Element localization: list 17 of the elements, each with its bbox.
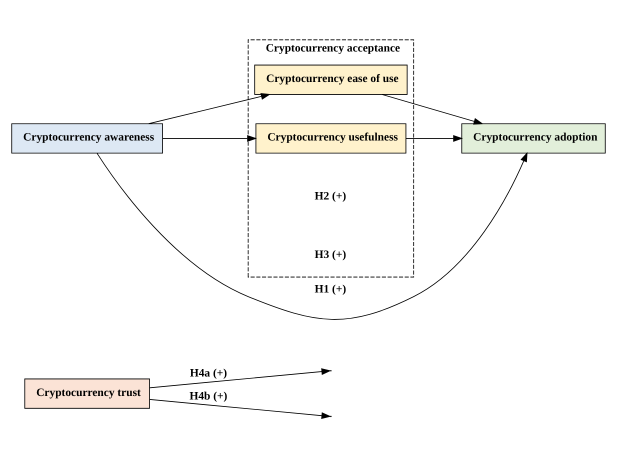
node-box: Cryptocurrency trust bbox=[24, 378, 150, 408]
arrow bbox=[406, 134, 463, 142]
arrow bbox=[96, 152, 528, 320]
edge-label: H1 (+) bbox=[314, 283, 346, 296]
node-box: Cryptocurrency awareness bbox=[11, 122, 163, 154]
arrow bbox=[382, 94, 484, 124]
edge-label: H4b (+) bbox=[189, 390, 228, 402]
node-box: Cryptocurrency adoption bbox=[461, 122, 606, 154]
label: H2 (+) bbox=[314, 190, 346, 202]
arrow bbox=[148, 92, 271, 124]
arrow bbox=[149, 398, 332, 419]
arrow bbox=[162, 134, 257, 142]
node-box: Cryptocurrency usefulness bbox=[256, 122, 406, 154]
label: H3 (+) bbox=[314, 248, 346, 261]
edge-label: H4a (+) bbox=[190, 367, 228, 380]
arrow bbox=[149, 368, 332, 388]
node-box: Cryptocurrency ease of use bbox=[254, 64, 408, 94]
